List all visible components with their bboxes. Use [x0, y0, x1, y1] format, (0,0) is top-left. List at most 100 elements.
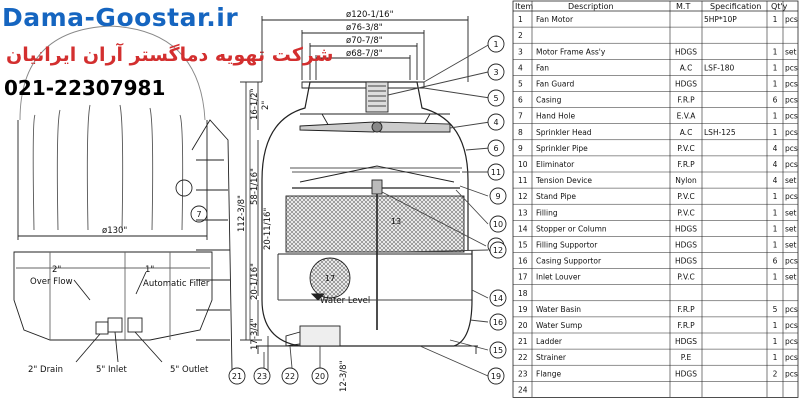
table-cell-desc: Water Basin — [536, 305, 581, 314]
table-cell-mt: HDGS — [675, 369, 697, 378]
table-cell-mt: F.R.P — [677, 321, 695, 330]
callout-3-circle — [487, 63, 505, 81]
dim-h-lower: 20-1/16" — [250, 263, 260, 300]
left-basin-ribs — [49, 252, 171, 340]
outlet-label: 5" Outlet — [170, 365, 209, 375]
callout-16-circle — [489, 313, 507, 331]
table-cell-qty: 6 — [773, 96, 778, 105]
inlet-label: 5" Inlet — [96, 365, 128, 375]
table-cell-mt: HDGS — [675, 337, 697, 346]
left-hand-hole — [175, 179, 193, 197]
callout-22-circle — [281, 367, 299, 385]
table-cell-qty: 6 — [773, 257, 778, 266]
table-cell-mt: F.R.P — [677, 305, 695, 314]
table-cell-qty: 4 — [773, 176, 778, 185]
callout-21-left-label: 21 — [232, 372, 242, 381]
callout-6-circle — [487, 139, 505, 157]
table-cell-desc: Stand Pipe — [536, 192, 576, 201]
table-cell-unit: pcs — [785, 112, 798, 121]
table-cell-unit: set — [785, 176, 797, 185]
callout-7-circle — [190, 205, 208, 223]
brand-name-persian: شرکت تهویه دماگستر آران ایرانیان — [6, 44, 334, 66]
table-cell-item: 1 — [518, 15, 523, 24]
section-view-labels: ø120-1/16" ø76-3/8" ø70-7/8" ø68-7/8" 16… — [237, 10, 401, 392]
callout-4-label: 4 — [493, 118, 498, 127]
table-cell-unit: pcs — [785, 192, 798, 201]
dim-d4: ø68-7/8" — [346, 49, 383, 59]
left-pipe-drain — [95, 321, 109, 335]
table-cell-mt: P.E — [681, 353, 692, 362]
drain-label: 2" Drain — [28, 365, 63, 375]
table-cell-unit: set — [785, 224, 797, 233]
table-cell-unit: set — [785, 273, 797, 282]
table-cell-unit: pcs — [785, 257, 798, 266]
table-cell-item: 22 — [518, 353, 528, 362]
table-cell-desc: Tension Device — [535, 176, 592, 185]
table-cell-desc: Fan Guard — [536, 80, 574, 89]
table-cell-qty: 1 — [773, 63, 778, 72]
brand-phone: 021-22307981 — [4, 76, 166, 100]
table-cell-mt: HDGS — [675, 47, 697, 56]
callout-11-label: 11 — [491, 168, 501, 177]
strainer — [285, 331, 301, 347]
table-cell-desc: Sprinkler Head — [536, 128, 592, 137]
left-ladder — [191, 119, 233, 371]
water-level-marker — [310, 293, 326, 301]
table-cell-qty: 1 — [773, 80, 778, 89]
table-cell-unit: pcs — [785, 80, 798, 89]
table-cell-desc: Flange — [536, 369, 562, 378]
section-base — [256, 345, 478, 354]
table-cell-spec: LSF-180 — [704, 63, 735, 72]
inlet-louver — [309, 257, 351, 299]
table-frame — [512, 0, 799, 398]
table-cell-qty: 2 — [773, 369, 778, 378]
left-vertical-dimensions — [240, 81, 269, 372]
table-cell-qty: 1 — [773, 224, 778, 233]
table-cell-unit: pcs — [785, 305, 798, 314]
table-cell-qty: 1 — [773, 47, 778, 56]
table-cell-desc: Fan Motor — [536, 15, 574, 24]
dim-h-small: 2" — [261, 101, 271, 110]
automatic-filler-label: Automatic Filler — [143, 279, 210, 289]
table-cell-item: 3 — [518, 47, 523, 56]
callout-9-label: 9 — [495, 192, 500, 201]
table-cell-unit: set — [785, 208, 797, 217]
table-cell-unit: pcs — [785, 144, 798, 153]
tension-device — [299, 165, 455, 183]
table-cell-unit: pcs — [785, 96, 798, 105]
table-cell-qty: 5 — [773, 305, 778, 314]
callout-3-label: 3 — [493, 68, 498, 77]
table-cell-desc: Eliminator — [536, 160, 575, 169]
dim-h-water: 12-3/8" — [339, 360, 349, 392]
table-cell-desc: Fan — [536, 63, 549, 72]
table-cell-mt: P.V.C — [677, 144, 695, 153]
table-cell-item: 16 — [518, 257, 528, 266]
table-header-mt: M.T — [676, 2, 690, 11]
dim-d1: ø120-1/16" — [346, 10, 394, 20]
callout-16-label: 16 — [493, 318, 503, 327]
table-cell-mt: P.V.C — [677, 192, 695, 201]
table-cell-desc: Inlet Louver — [536, 273, 581, 282]
dim-d2: ø76-3/8" — [346, 23, 383, 33]
table-cell-unit: pcs — [785, 337, 798, 346]
callout-14-label: 14 — [493, 294, 503, 303]
table-cell-unit: set — [785, 47, 797, 56]
table-cell-qty: 1 — [773, 353, 778, 362]
table-cell-mt: HDGS — [675, 241, 697, 250]
over-flow-label: Over Flow — [30, 277, 73, 287]
callout-7-label: 7 — [196, 210, 201, 219]
callout-14-circle — [489, 289, 507, 307]
callout-1-circle — [487, 35, 505, 53]
table-cell-desc: Casing Supportor — [536, 257, 602, 266]
dim-h-base: 17-3/4" — [250, 318, 260, 350]
fan-guard — [301, 81, 425, 89]
fan-hub — [371, 121, 383, 133]
filler-size-label: 1" — [145, 265, 154, 275]
table-cell-item: 24 — [518, 385, 528, 394]
fan-motor — [365, 81, 389, 113]
table-cell-qty: 1 — [773, 337, 778, 346]
table-cell-qty: 1 — [773, 208, 778, 217]
table-cell-mt: HDGS — [675, 80, 697, 89]
callout-4-circle — [487, 113, 505, 131]
